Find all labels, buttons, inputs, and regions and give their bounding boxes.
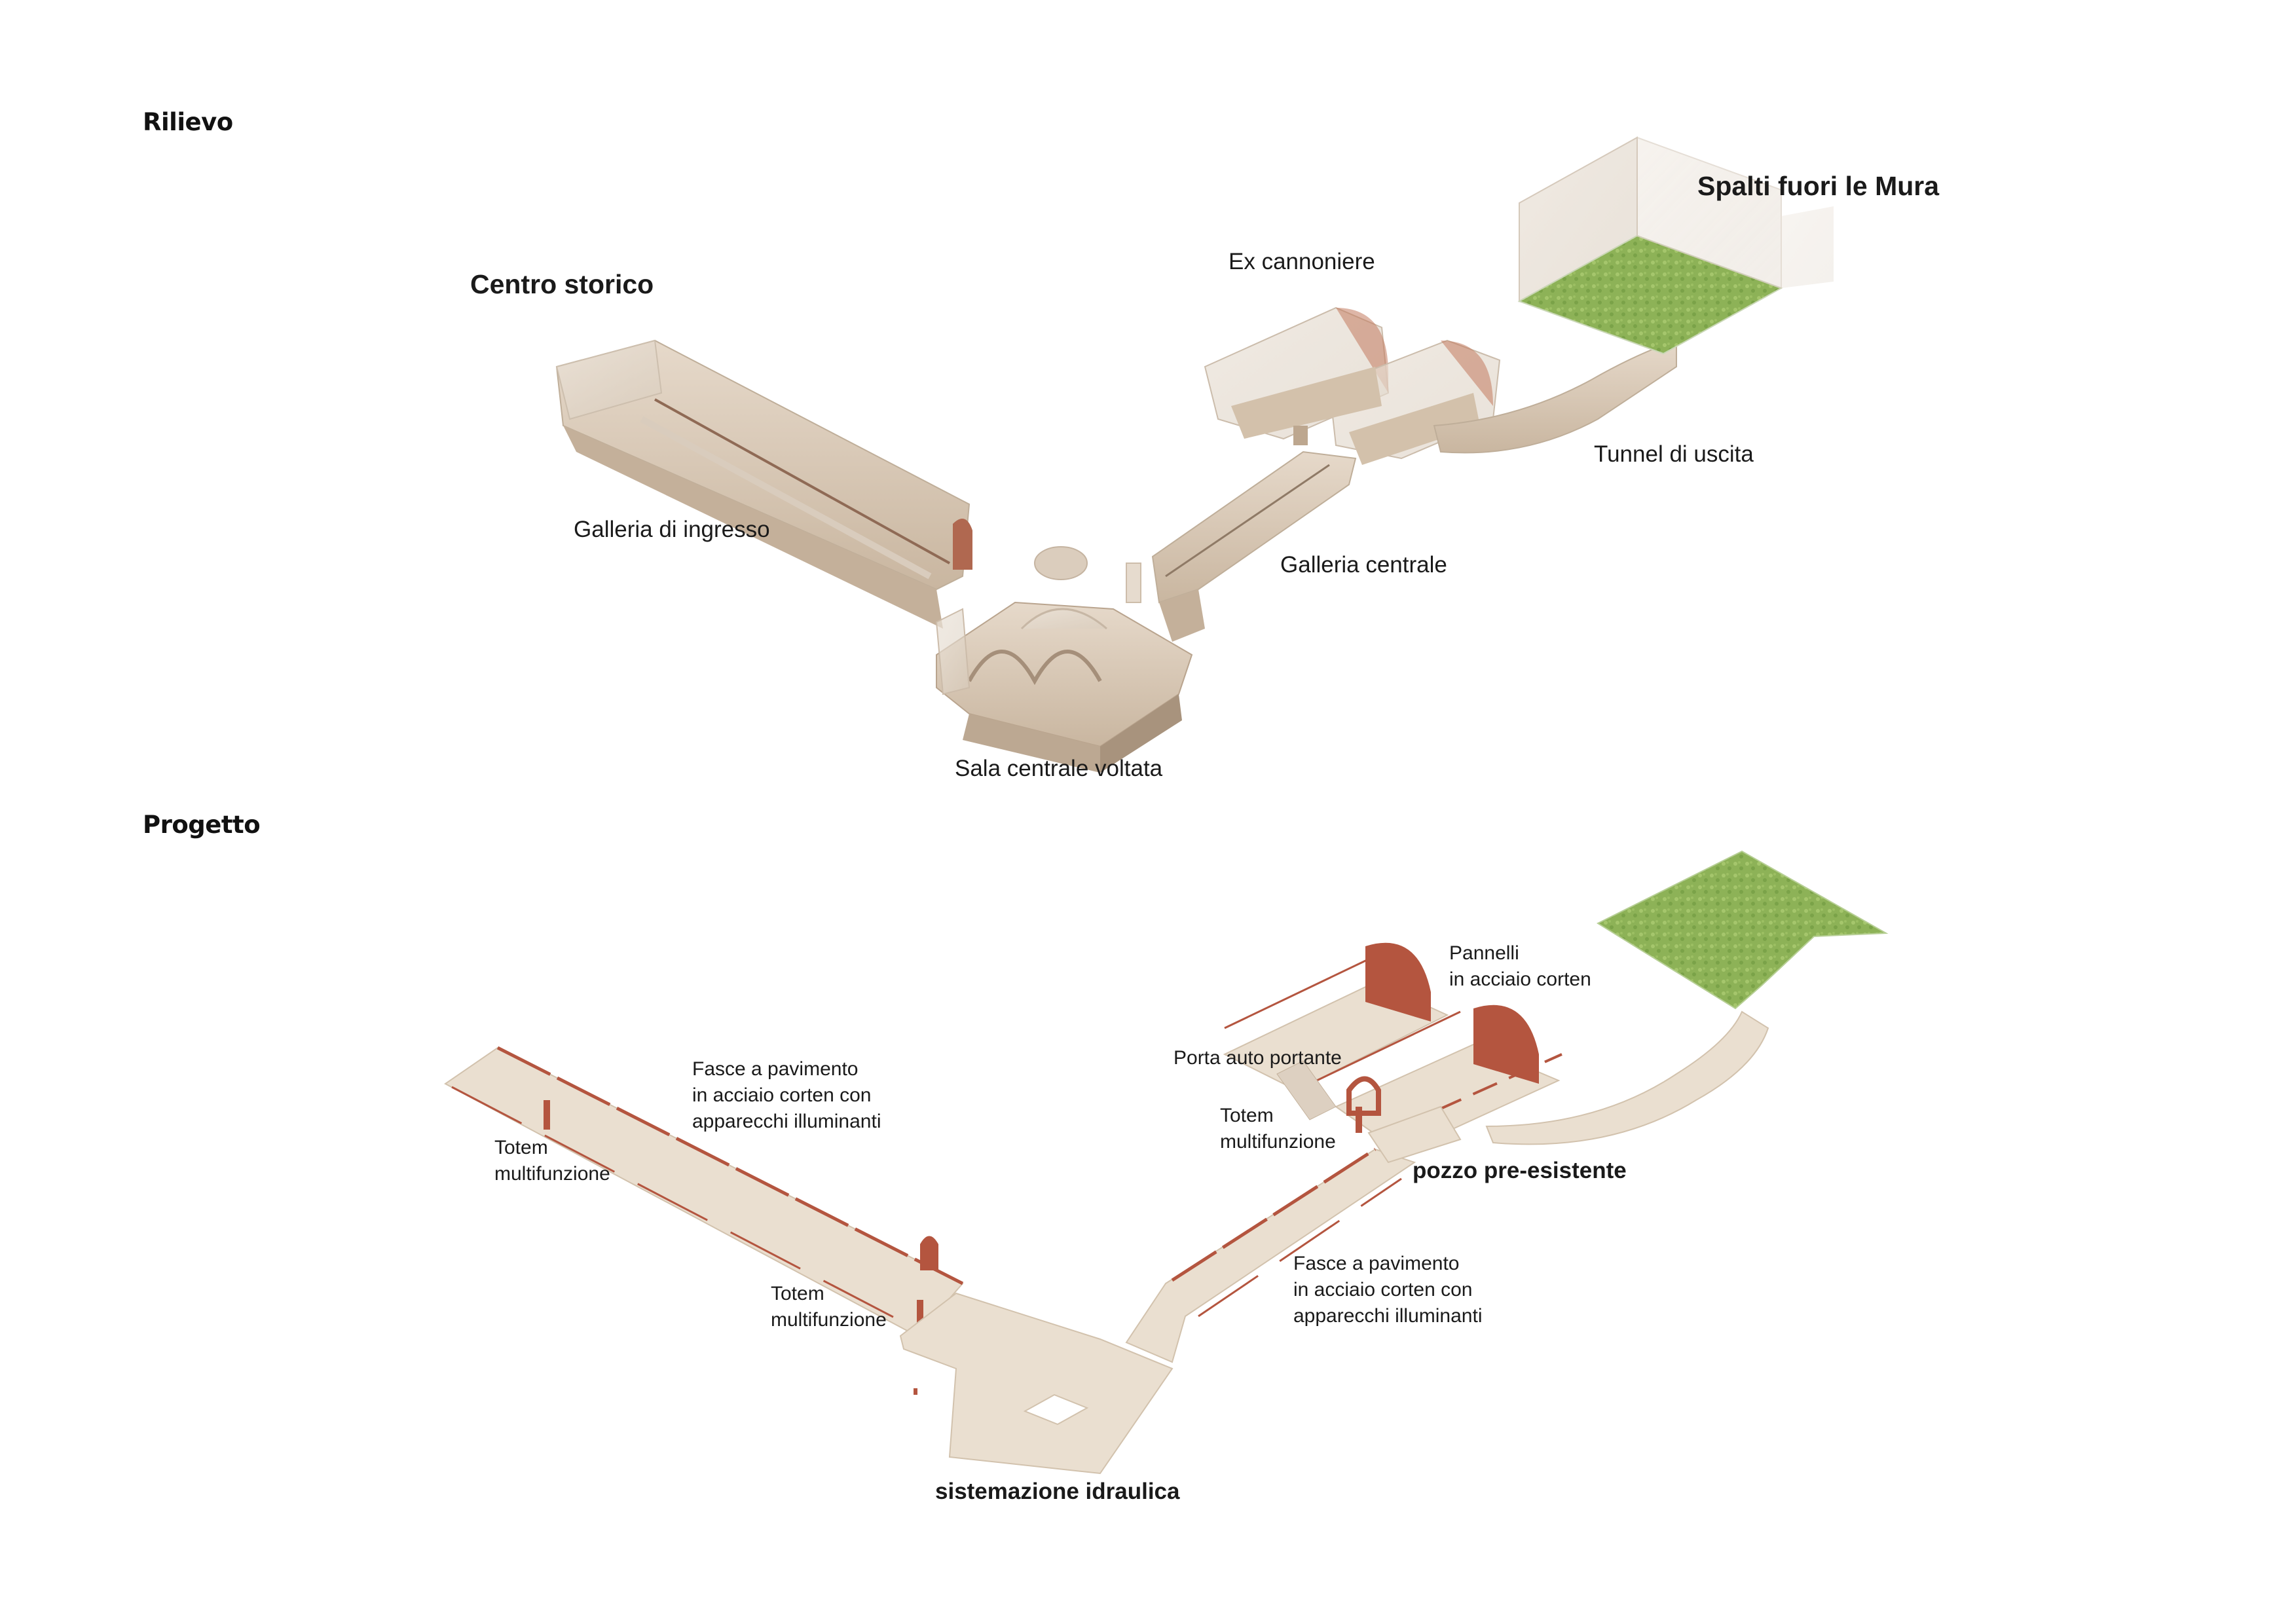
label-fasce-right-line-3: apparecchi illuminanti bbox=[1293, 1305, 1483, 1327]
rilievo-model bbox=[555, 136, 1834, 773]
label-pannelli-line-1: Pannelli bbox=[1449, 942, 1519, 964]
label-pannelli-line-2: in acciaio corten bbox=[1449, 969, 1591, 990]
label-sistemazione-idraulica: sistemazione idraulica bbox=[935, 1479, 1180, 1504]
spalti-shape bbox=[1517, 136, 1834, 355]
label-fasce-right-line-1: Fasce a pavimento bbox=[1293, 1253, 1460, 1274]
galleria-centrale-floor bbox=[1125, 1147, 1416, 1363]
label-pannelli-corten: Pannelli in acciaio corten bbox=[1449, 940, 1591, 993]
galleria-centrale-shape bbox=[1151, 451, 1357, 642]
label-totem-center-line-2: multifunzione bbox=[771, 1309, 887, 1331]
label-pozzo-pre-esistente: pozzo pre-esistente bbox=[1413, 1158, 1627, 1183]
label-tunnel-di-uscita: Tunnel di uscita bbox=[1594, 441, 1754, 467]
progetto-model bbox=[444, 850, 1889, 1475]
label-galleria-centrale: Galleria centrale bbox=[1280, 552, 1447, 578]
ex-cannoniere-floor bbox=[1223, 942, 1562, 1164]
label-porta-auto-portante: Porta auto portante bbox=[1174, 1047, 1342, 1069]
label-fasce-left-line-2: in acciaio corten con bbox=[692, 1084, 872, 1106]
label-totem-left: Totem multifunzione bbox=[494, 1135, 610, 1187]
label-fasce-right: Fasce a pavimento in acciaio corten con … bbox=[1293, 1251, 1483, 1329]
label-fasce-left-line-3: apparecchi illuminanti bbox=[692, 1111, 881, 1132]
label-totem-right-line-1: Totem bbox=[1220, 1105, 1274, 1126]
label-centro-storico: Centro storico bbox=[470, 269, 654, 299]
galleria-ingresso-floor bbox=[444, 1046, 964, 1337]
label-fasce-left: Fasce a pavimento in acciaio corten con … bbox=[692, 1056, 881, 1135]
spalti-grass bbox=[1596, 850, 1889, 1010]
label-totem-left-line-2: multifunzione bbox=[494, 1163, 610, 1185]
label-fasce-left-line-1: Fasce a pavimento bbox=[692, 1058, 859, 1080]
tunnel-uscita-path bbox=[1485, 1010, 1769, 1145]
label-galleria-di-ingresso: Galleria di ingresso bbox=[574, 517, 770, 542]
ex-cannoniere-shape bbox=[1204, 306, 1501, 465]
label-ex-cannoniere: Ex cannoniere bbox=[1229, 249, 1375, 274]
label-totem-center-line-1: Totem bbox=[771, 1283, 824, 1304]
sala-centrale-shape bbox=[935, 546, 1193, 773]
label-totem-left-line-1: Totem bbox=[494, 1137, 548, 1158]
galleria-ingresso-shape bbox=[555, 339, 972, 629]
label-totem-right-line-2: multifunzione bbox=[1220, 1131, 1336, 1153]
label-fasce-right-line-2: in acciaio corten con bbox=[1293, 1279, 1473, 1301]
label-totem-right: Totem multifunzione bbox=[1220, 1103, 1336, 1155]
section-title-rilievo: Rilievo bbox=[143, 108, 233, 136]
sala-centrale-floor bbox=[899, 1292, 1174, 1475]
section-title-progetto: Progetto bbox=[143, 811, 261, 839]
label-sala-centrale-voltata: Sala centrale voltata bbox=[955, 756, 1163, 781]
label-spalti-fuori-le-mura: Spalti fuori le Mura bbox=[1697, 171, 1940, 201]
label-totem-center: Totem multifunzione bbox=[771, 1281, 887, 1333]
tunnel-uscita-shape bbox=[1433, 339, 1677, 454]
